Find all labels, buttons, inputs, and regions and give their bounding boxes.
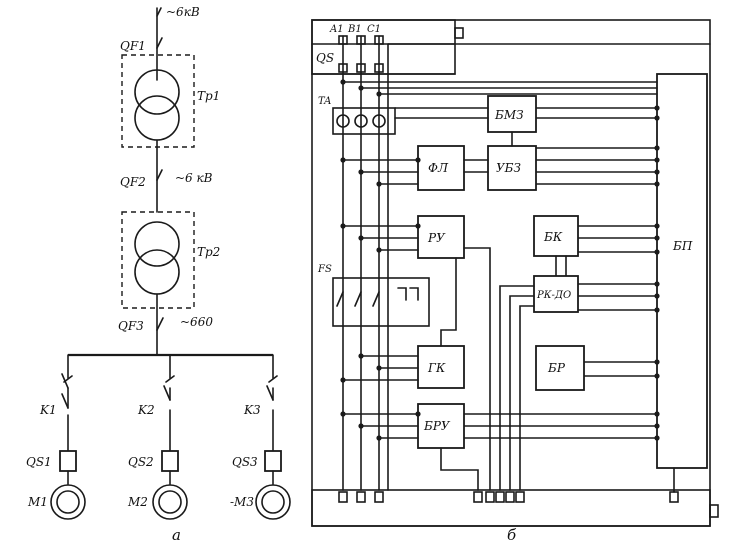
block-diagram: A1 B1 C1 QS TA FS БП <box>311 19 719 544</box>
contactor-k2-label: K2 <box>137 403 155 417</box>
motor-m1-inner <box>56 490 80 514</box>
block-ubz <box>487 145 537 191</box>
contactor-k3-label: K3 <box>243 403 261 417</box>
qf1-label: QF1 <box>120 39 146 53</box>
caption-a: а <box>172 526 181 544</box>
bottom-terminals <box>338 491 679 503</box>
block-gk-label: ГК <box>427 361 446 375</box>
block-fl-label: ФЛ <box>428 161 449 175</box>
fs-label: FS <box>317 264 332 275</box>
bottom-terminal-strip <box>311 489 711 527</box>
motor-m3-inner <box>261 490 285 514</box>
motor-m3-label: -M3 <box>230 495 254 509</box>
block-bru <box>417 403 465 449</box>
motor-m2-label: M2 <box>127 495 148 509</box>
qf2-label: QF2 <box>120 175 146 189</box>
fuse-qs2 <box>161 450 179 472</box>
transformer-2-winding-secondary <box>134 249 180 295</box>
current-transformer-ta <box>332 107 396 135</box>
transformer-1-winding-secondary <box>134 95 180 141</box>
fuse-qs2-label: QS2 <box>128 455 154 469</box>
single-line-diagram: ~6кВ QF1 Тр1 QF2 ~6 кВ Тр2 QF3 ~660 <box>26 5 291 544</box>
block-rk-do-label: РК-ДО <box>536 290 571 301</box>
contactor-k1-label: K1 <box>39 403 57 417</box>
branch-1: K1 QS1 M1 <box>26 354 86 520</box>
phase-b1-label: B1 <box>347 24 362 35</box>
block-bp-label: БП <box>672 239 693 253</box>
transformer-1-frame <box>121 54 195 148</box>
phase-a1-label: A1 <box>329 24 344 35</box>
bp-contact-dots <box>654 105 660 441</box>
bp-bus-lines <box>342 81 658 439</box>
phase-junction-dots <box>340 79 421 441</box>
block-bmz-label: БМЗ <box>494 108 524 122</box>
block-bru-label: БРУ <box>423 419 451 433</box>
motor-m3-outer <box>255 484 291 520</box>
fuse-qs1 <box>59 450 77 472</box>
caption-b: б <box>507 526 517 544</box>
transformer-1-winding-primary <box>134 69 180 115</box>
block-rk-do <box>533 275 579 313</box>
block-gk <box>417 345 465 389</box>
low-voltage-label: ~660 <box>180 315 213 329</box>
phase-c1-label: C1 <box>367 24 381 35</box>
block-bk-label: БК <box>543 230 563 244</box>
block-bp <box>656 73 708 469</box>
fuse-qs3-label: QS3 <box>232 455 258 469</box>
fuse-qs3 <box>264 450 282 472</box>
block-bmz <box>487 95 537 133</box>
transformer-2-label: Тр2 <box>197 245 220 259</box>
block-fl <box>417 145 465 191</box>
transformer-2-frame <box>121 211 195 309</box>
block-bk <box>533 215 579 257</box>
block-ubz-label: УБЗ <box>496 161 521 175</box>
fuse-block-fs <box>332 277 430 327</box>
mid-voltage-label: ~6 кВ <box>175 171 213 185</box>
block-ru <box>417 215 465 259</box>
qs-label: QS <box>316 51 334 65</box>
block-br <box>535 345 585 391</box>
branch-3: K3 QS3 -M3 <box>230 354 291 520</box>
motor-m1-outer <box>50 484 86 520</box>
ta-label: TA <box>318 96 331 107</box>
block-br-label: БР <box>547 361 566 375</box>
motor-m1-label: M1 <box>27 495 48 509</box>
motor-m2-outer <box>152 484 188 520</box>
branch-2: K2 QS2 M2 <box>127 354 188 520</box>
motor-m2-inner <box>158 490 182 514</box>
transformer-1-label: Тр1 <box>197 89 220 103</box>
fuse-qs1-label: QS1 <box>26 455 52 469</box>
block-ru-label: РУ <box>427 231 446 245</box>
supply-voltage-label: ~6кВ <box>166 5 200 19</box>
transformer-2-winding-primary <box>134 221 180 267</box>
qf3-label: QF3 <box>118 319 144 333</box>
